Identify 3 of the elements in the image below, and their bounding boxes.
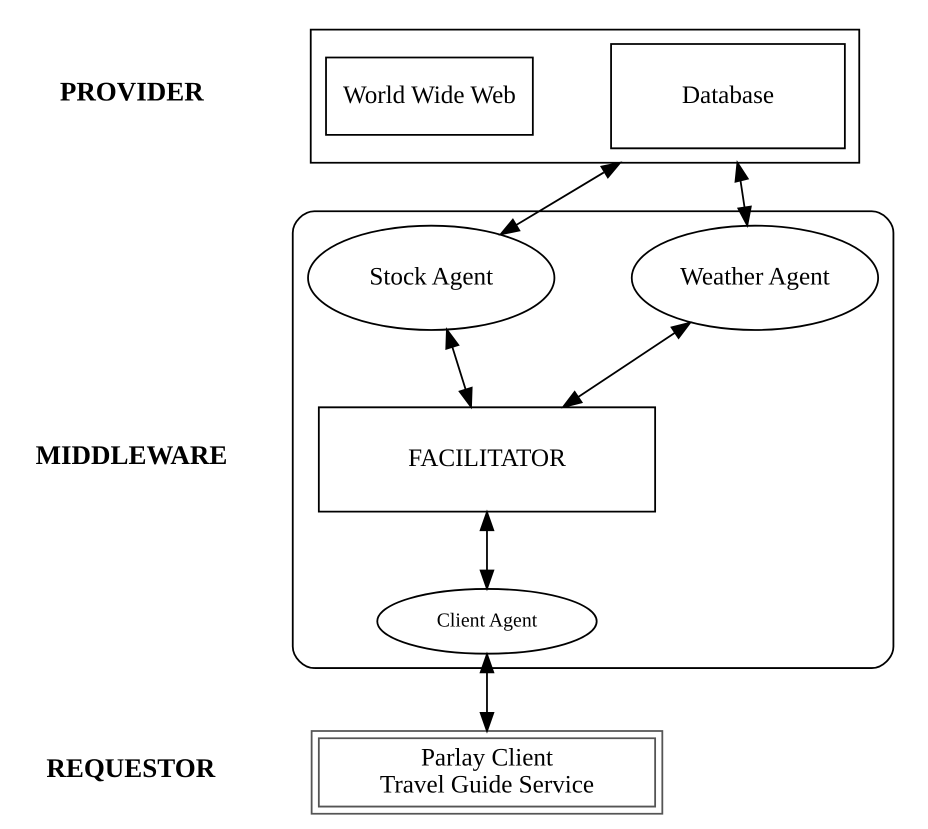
label: PROVIDER [59, 76, 204, 107]
label: MIDDLEWARE [35, 440, 227, 470]
label: REQUESTOR [46, 752, 215, 783]
